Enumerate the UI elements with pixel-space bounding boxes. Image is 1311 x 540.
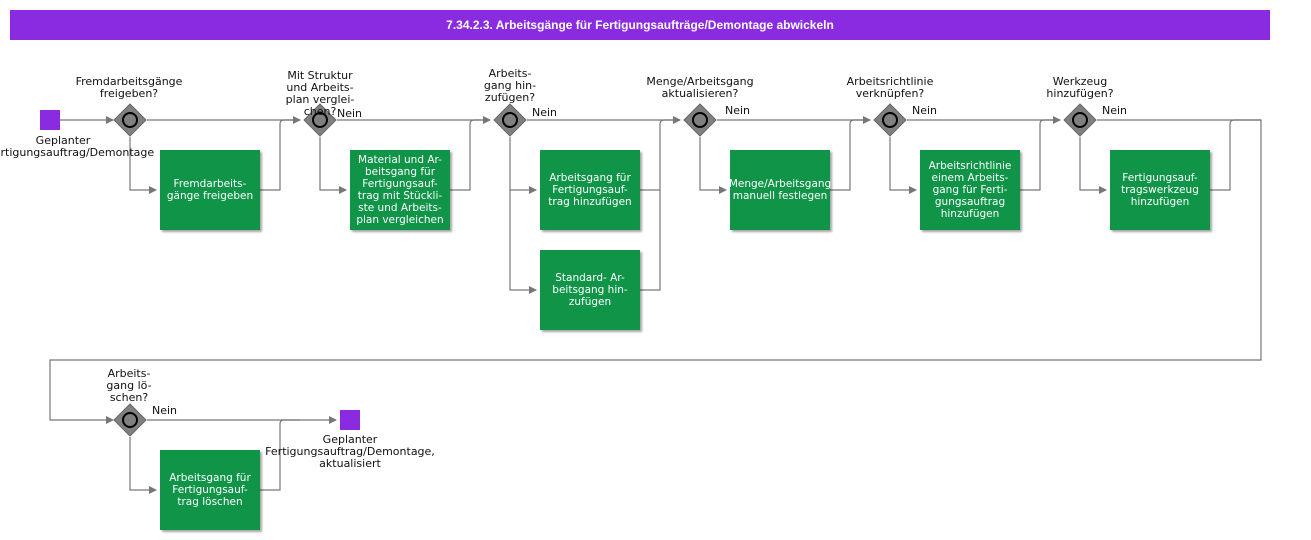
flow-t6-out <box>1020 119 1060 191</box>
flow-t1-out <box>260 119 300 191</box>
flow-g2-yes <box>319 137 347 194</box>
flow-t4-out <box>640 190 661 291</box>
flow-g3-yes-a <box>509 137 537 194</box>
gateway-7-no-label: Nein <box>152 404 178 417</box>
flow-t3-out <box>640 119 680 191</box>
task-werkzeug-hinzufuegen[interactable]: Fertigungsauf- tragswerkzeug hinzufügen <box>1110 150 1210 230</box>
diagram-title: 7.34.2.3. Arbeitsgänge für Fertigungsauf… <box>10 10 1270 40</box>
gateway-6-no-label: Nein <box>1102 104 1128 117</box>
gateway-1-question: Fremdarbeitsgänge freigeben? <box>75 75 183 100</box>
task-material-arbeitsgang-vergleichen[interactable]: Material und Ar- beitsgang für Fertigung… <box>350 150 450 230</box>
gateway-2-question: Mit Struktur und Arbeits- plan verglei- … <box>285 69 355 118</box>
flow-t8-out <box>260 419 300 491</box>
gateway-3-question: Arbeits- gang hin- zufügen? <box>483 67 537 104</box>
task-standard-arbeitsgang-hinzufuegen[interactable]: Standard- Ar- beitsgang hin- zufügen <box>540 250 640 330</box>
gateway-4 <box>683 103 717 137</box>
gateway-5 <box>873 103 907 137</box>
task-arbeitsrichtlinie-hinzufuegen[interactable]: Arbeitsrichtlinie einem Arbeits- gang fü… <box>920 150 1020 230</box>
task-menge-arbeitsgang-festlegen[interactable]: Menge/Arbeitsgang manuell festlegen <box>729 150 831 230</box>
gateway-3-no-label: Nein <box>532 106 558 119</box>
gateway-4-question: Menge/Arbeitsgang aktualisieren? <box>646 75 754 100</box>
flow-g1-yes <box>129 137 157 194</box>
gateway-4-no-label: Nein <box>725 104 751 117</box>
gateway-2-no-label: Nein <box>337 107 363 120</box>
end-event <box>340 410 360 430</box>
flow-g7-yes <box>129 437 157 494</box>
task-fremdarbeitsgaenge-freigeben[interactable]: Fremdarbeits- gänge freigeben <box>160 150 260 230</box>
gateway-2 <box>303 103 337 137</box>
gateway-3 <box>493 103 527 137</box>
task-arbeitsgang-hinzufuegen[interactable]: Arbeitsgang für Fertigungsauf- trag hinz… <box>540 150 640 230</box>
start-event-label: Geplanter Fertigungsauftrag/Demontage <box>0 134 155 159</box>
gateway-5-question: Arbeitsrichtlinie verknüpfen? <box>846 75 934 100</box>
gateway-6-question: Werkzeug hinzufügen? <box>1046 75 1114 100</box>
flow-t7-out <box>1210 119 1261 191</box>
flow-g6-yes <box>1079 137 1107 194</box>
flow-g3-yes-b <box>509 190 537 294</box>
gateway-7 <box>113 403 147 437</box>
gateway-6 <box>1063 103 1097 137</box>
flow-t5-out <box>830 119 870 191</box>
flow-t2-out <box>450 119 490 191</box>
flow-g5-yes <box>889 137 917 194</box>
start-event <box>40 110 60 130</box>
task-arbeitsgang-loeschen[interactable]: Arbeitsgang für Fertigungsauf- trag lösc… <box>160 450 260 530</box>
flow-g4-yes <box>699 137 727 194</box>
gateway-1 <box>113 103 147 137</box>
end-event-label: Geplanter Fertigungsauftrag/Demontage, a… <box>265 433 435 470</box>
gateway-7-question: Arbeits- gang lö- schen? <box>106 367 152 404</box>
gateway-5-no-label: Nein <box>912 104 938 117</box>
